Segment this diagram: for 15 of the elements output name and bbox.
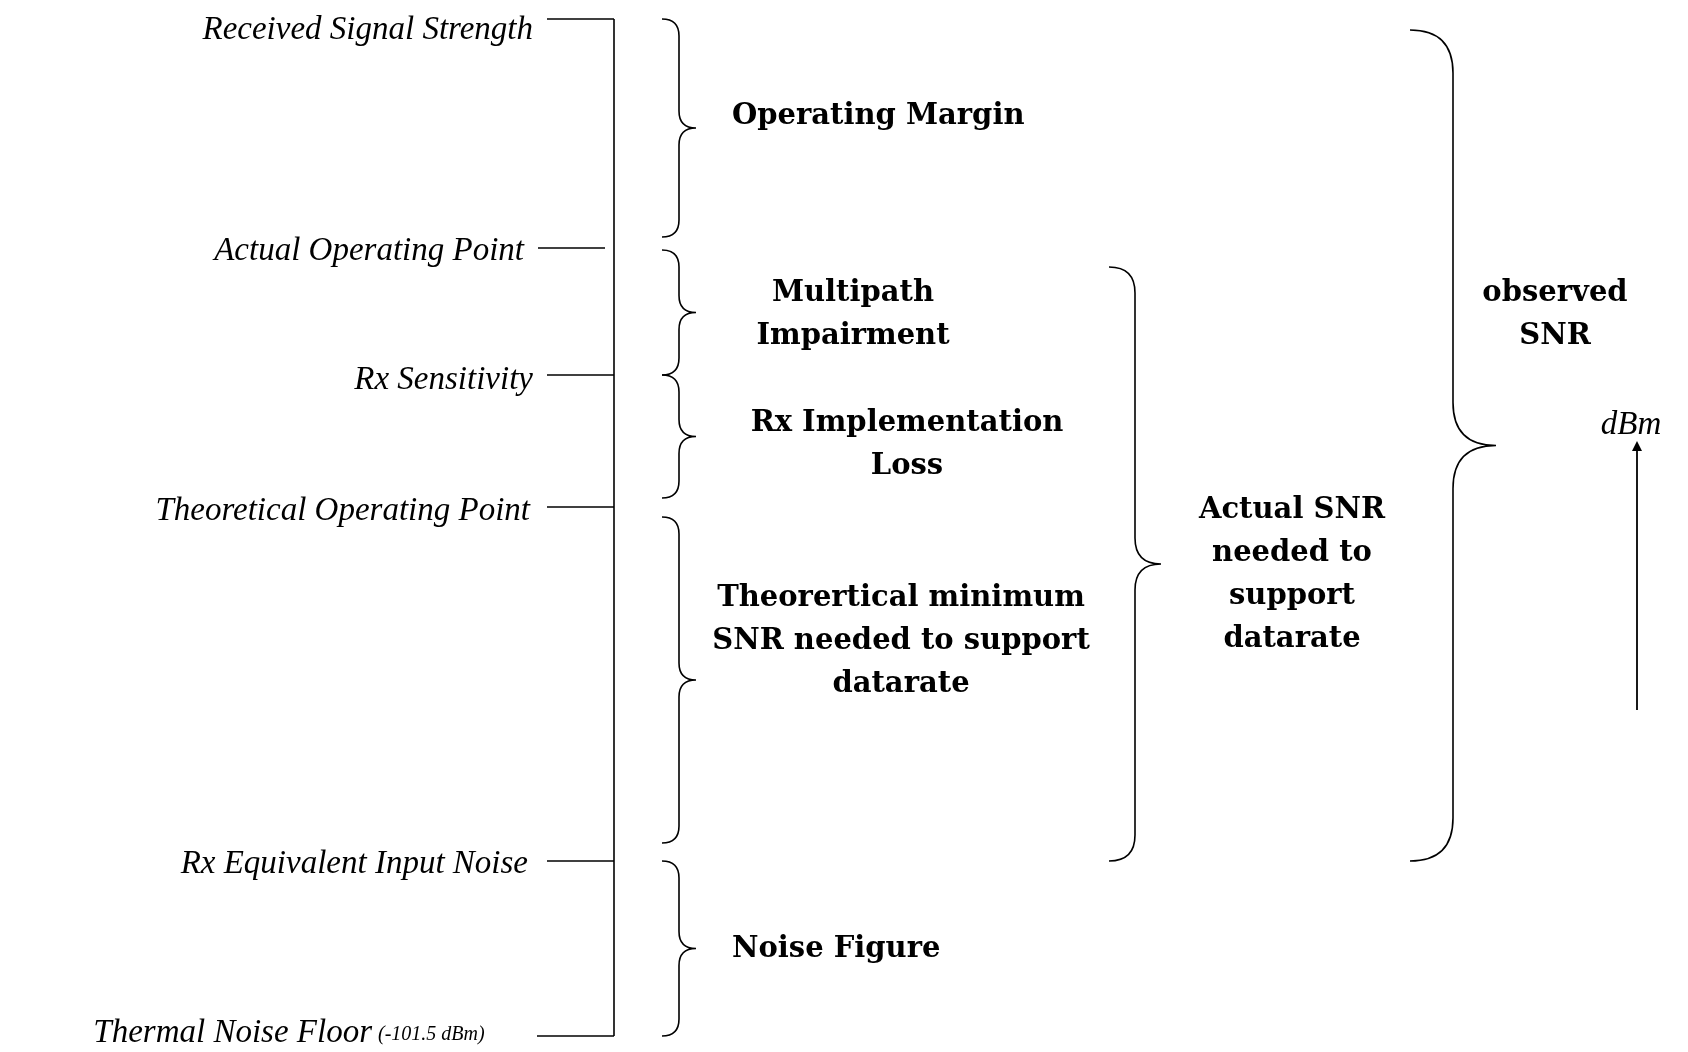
level-value-label: (-101.5 dBm) xyxy=(378,1021,485,1047)
level-label: Rx Equivalent Input Noise xyxy=(180,843,528,882)
segment-label: Multipath Impairment xyxy=(755,273,951,353)
segment-label: Operating Margin xyxy=(732,96,1025,133)
segment-label: observed SNR xyxy=(1481,273,1629,353)
level-label: Thermal Noise Floor xyxy=(93,1012,372,1051)
level-label: Rx Sensitivity xyxy=(354,359,533,398)
segment-label: Noise Figure xyxy=(732,929,941,966)
level-label: Received Signal Strength xyxy=(202,9,533,48)
level-label: Theoretical Operating Point xyxy=(155,490,530,529)
segment-label: Theorertical minimum SNR needed to support datarate xyxy=(711,578,1091,701)
segment-label: Actual SNR needed to support datarate xyxy=(1197,490,1387,656)
level-label: Actual Operating Point xyxy=(214,230,524,269)
unit-label: dBm xyxy=(1599,404,1663,443)
segment-label: Rx Implementation Loss xyxy=(749,403,1065,483)
